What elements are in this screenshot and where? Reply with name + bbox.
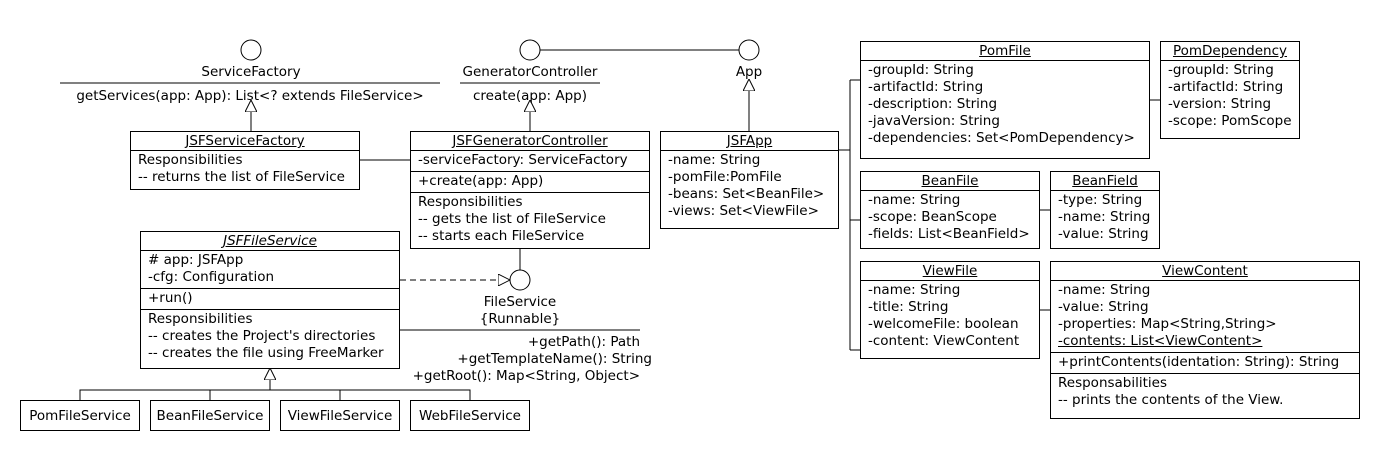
- class-name: ViewContent: [1051, 262, 1359, 281]
- responsibility-line: -- creates the file using FreeMarker: [148, 345, 384, 361]
- service-factory-label: ServiceFactory: [201, 64, 301, 80]
- class-name: JSFGeneratorController: [411, 132, 649, 151]
- app-label: App: [735, 64, 763, 80]
- pom-file-service-box: PomFileService: [20, 400, 140, 431]
- responsibility-line: Responsibilities: [148, 311, 253, 327]
- attribute-line: -name: String: [1058, 209, 1151, 225]
- responsibility-line: Responsibilities: [418, 194, 523, 210]
- view-file-service-box: ViewFileService: [280, 400, 400, 431]
- attribute-line: -type: String: [1058, 192, 1143, 208]
- file-service-inheritance-tree: [79, 380, 471, 400]
- file-service-operation: +getPath(): Path: [527, 334, 640, 350]
- class-name: PomDependency: [1161, 42, 1299, 61]
- responsibility-line: -- creates the Project's directories: [148, 328, 376, 344]
- attribute-line: -javaVersion: String: [868, 113, 1000, 129]
- attribute-line: -name: String: [868, 192, 961, 208]
- bean-field-class: BeanField -type: String -name: String -v…: [1050, 171, 1160, 249]
- generator-controller-label: GeneratorController: [462, 64, 598, 80]
- service-factory-interface-circle: [240, 39, 262, 61]
- attribute-line: -name: String: [868, 282, 961, 298]
- attribute-line: -description: String: [868, 96, 998, 112]
- class-name: PomFile: [861, 42, 1149, 61]
- attribute-line: -welcomeFile: boolean: [868, 316, 1019, 332]
- responsibility-line: -- gets the list of FileService: [418, 211, 606, 227]
- method-line: +run(): [148, 290, 193, 306]
- attribute-line: -name: String: [1058, 282, 1151, 298]
- view-file-class: ViewFile -name: String -title: String -w…: [860, 261, 1040, 359]
- web-file-service-box: WebFileService: [410, 400, 530, 431]
- jsf-app-class: JSFApp -name: String -pomFile:PomFile -b…: [660, 131, 839, 229]
- jsf-file-service-class: JSFFileService # app: JSFApp -cfg: Confi…: [140, 231, 400, 369]
- attribute-line: -contents: List<ViewContent>: [1058, 333, 1263, 349]
- view-content-class: ViewContent -name: String -value: String…: [1050, 261, 1360, 419]
- pom-dependency-class: PomDependency -groupId: String -artifact…: [1160, 41, 1300, 139]
- attribute-line: -beans: Set<BeanFile>: [668, 186, 825, 202]
- class-name: BeanFile: [861, 172, 1039, 191]
- pom-file-class: PomFile -groupId: String -artifactId: St…: [860, 41, 1150, 159]
- generator-controller-operation: create(app: App): [472, 88, 587, 104]
- attribute-line: -version: String: [1168, 96, 1272, 112]
- file-service-interface-circle: [509, 269, 531, 291]
- attribute-line: -value: String: [1058, 299, 1149, 315]
- class-name: JSFFileService: [141, 232, 399, 251]
- jsf-generator-controller-class: JSFGeneratorController -serviceFactory: …: [410, 131, 650, 249]
- attribute-line: -scope: BeanScope: [868, 209, 997, 225]
- attribute-line: -scope: PomScope: [1168, 113, 1292, 129]
- attribute-line: -properties: Map<String,String>: [1058, 316, 1277, 332]
- attribute-line: -pomFile:PomFile: [668, 169, 782, 185]
- jsf-service-factory-class: JSFServiceFactory Responsibilities -- re…: [130, 131, 360, 190]
- attribute-line: -views: Set<ViewFile>: [668, 203, 819, 219]
- responsibility-line: -- returns the list of FileService: [138, 169, 345, 185]
- class-name: ViewFile: [861, 262, 1039, 281]
- class-name: JSFServiceFactory: [131, 132, 359, 151]
- attribute-line: -serviceFactory: ServiceFactory: [418, 152, 628, 168]
- bean-file-service-box: BeanFileService: [150, 400, 270, 431]
- attribute-line: -cfg: Configuration: [148, 269, 275, 285]
- file-service-stereotype: {Runnable}: [479, 311, 561, 327]
- attribute-line: -content: ViewContent: [868, 333, 1020, 349]
- attribute-line: -fields: List<BeanField>: [868, 226, 1030, 242]
- service-factory-operation: getServices(app: App): List<? extends Fi…: [76, 88, 424, 104]
- file-service-label: FileService: [483, 294, 557, 310]
- class-name: BeanField: [1051, 172, 1159, 191]
- responsibility-line: -- starts each FileService: [418, 228, 585, 244]
- attribute-line: -title: String: [868, 299, 949, 315]
- app-interface-circle: [738, 39, 760, 61]
- method-line: +printContents(identation: String): Stri…: [1058, 354, 1340, 370]
- responsibility-line: Responsibilities: [138, 152, 243, 168]
- jsfapp-model-links: [839, 79, 860, 351]
- responsibility-line: -- prints the contents of the View.: [1058, 392, 1284, 408]
- attribute-line: -artifactId: String: [868, 79, 984, 95]
- file-service-operation: +getRoot(): Map<String, Object>: [412, 368, 640, 384]
- attribute-line: -groupId: String: [868, 62, 974, 78]
- attribute-line: -dependencies: Set<PomDependency>: [868, 130, 1135, 146]
- attribute-line: # app: JSFApp: [148, 252, 244, 268]
- file-service-operation: +getTemplateName(): String: [457, 351, 652, 367]
- attribute-line: -groupId: String: [1168, 62, 1274, 78]
- method-line: +create(app: App): [418, 173, 544, 189]
- attribute-line: -value: String: [1058, 226, 1149, 242]
- bean-file-class: BeanFile -name: String -scope: BeanScope…: [860, 171, 1040, 249]
- class-name: JSFApp: [661, 132, 838, 151]
- attribute-line: -artifactId: String: [1168, 79, 1284, 95]
- attribute-line: -name: String: [668, 152, 761, 168]
- generator-controller-interface-circle: [519, 39, 541, 61]
- responsibility-line: Responsabilities: [1058, 375, 1168, 391]
